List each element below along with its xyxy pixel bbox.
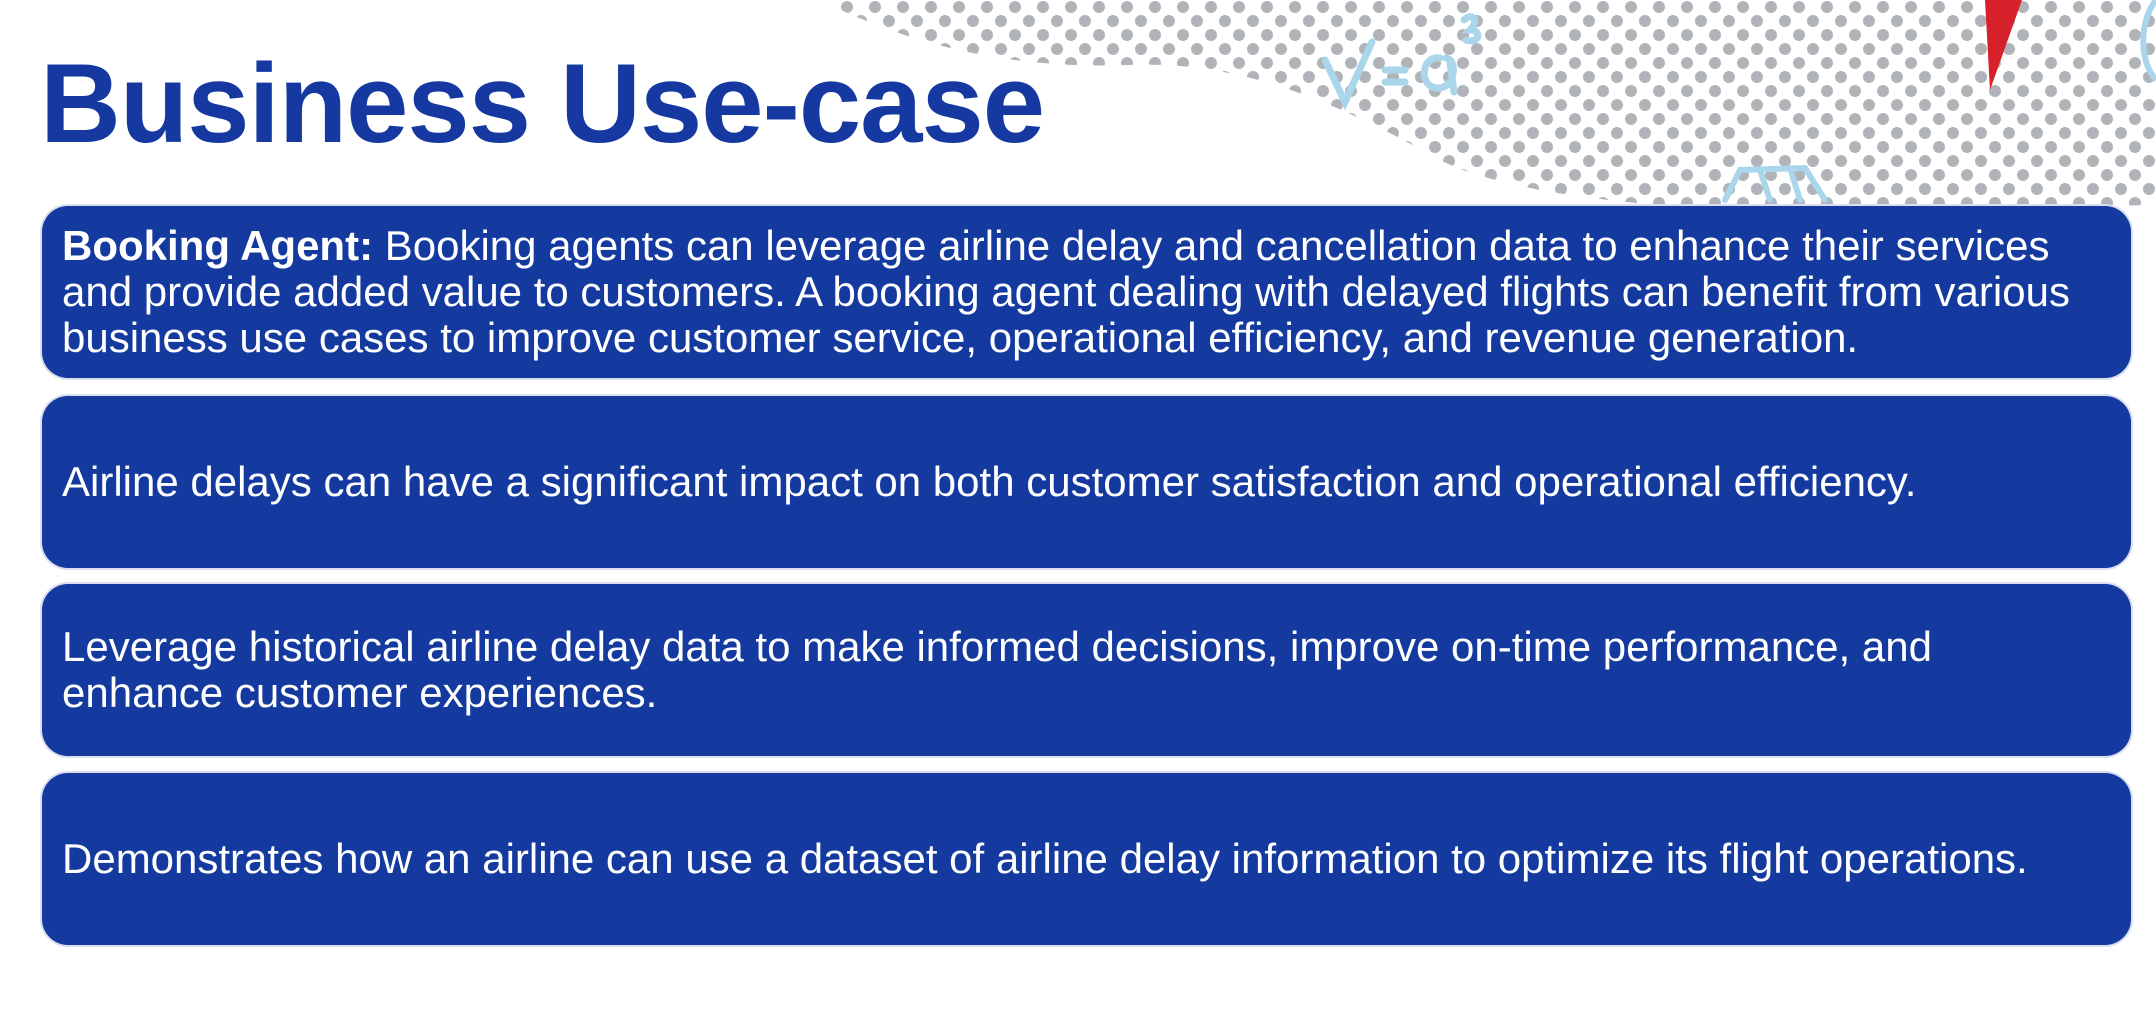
card-text: Leverage historical airline delay data t… — [62, 623, 1932, 716]
use-case-card-optimize-operations: Demonstrates how an airline can use a da… — [42, 773, 2131, 945]
card-text: Demonstrates how an airline can use a da… — [62, 835, 2028, 882]
red-accent — [1985, 0, 2022, 90]
card-text: Airline delays can have a significant im… — [62, 458, 1917, 505]
sketch-curve — [2140, 0, 2156, 83]
card-text: Booking Agent: Booking agents can levera… — [62, 223, 2101, 361]
use-case-card-impact: Airline delays can have a significant im… — [42, 396, 2131, 568]
sketch-formula — [1321, 13, 1482, 111]
card-body-text: Booking agents can leverage airline dela… — [62, 222, 2070, 361]
sketch-shape — [1722, 164, 1828, 203]
use-case-card-historical-data: Leverage historical airline delay data t… — [42, 584, 2131, 756]
card-lead-label: Booking Agent: — [62, 222, 374, 269]
use-case-card-booking-agent: Booking Agent: Booking agents can levera… — [42, 206, 2131, 378]
slide-title: Business Use-case — [40, 41, 1045, 166]
